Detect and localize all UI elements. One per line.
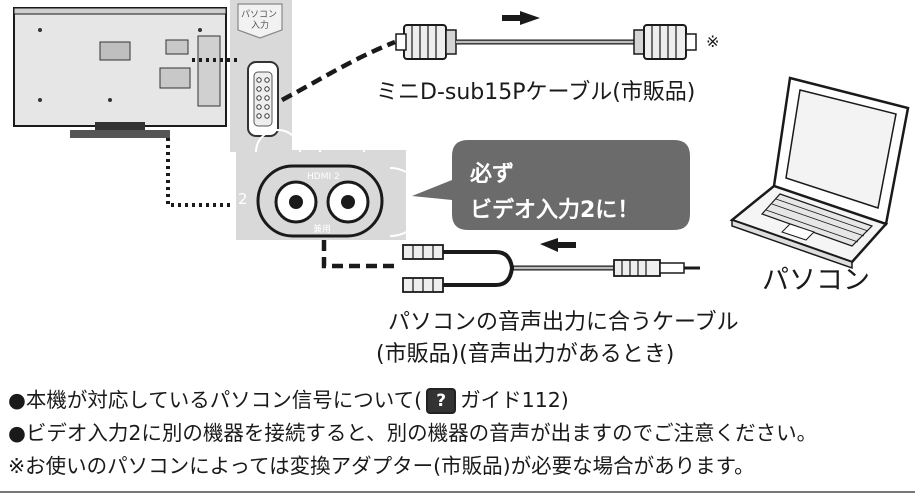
pc-input-panel bbox=[230, 0, 292, 152]
audio-cable-label-1: パソコンの音声出力に合うケーブル bbox=[388, 310, 739, 335]
help-guide-icon: ? bbox=[426, 388, 457, 414]
video-input-panel bbox=[236, 129, 425, 240]
pc-label: パソコン bbox=[762, 265, 870, 296]
hdmi-label: HDMI 2 bbox=[307, 172, 340, 182]
notes-section: ●本機が対応しているパソコン信号について(?ガイド112) ●ビデオ入力2に別の… bbox=[8, 384, 915, 483]
pc-input-label-2: 入力 bbox=[251, 21, 270, 31]
callout-line-2: ビデオ入力2に！ bbox=[470, 198, 640, 223]
shared-label: 兼用 bbox=[313, 225, 332, 235]
note-pc-signals: ●本機が対応しているパソコン信号について(?ガイド112) bbox=[8, 384, 915, 417]
input-number: 2 bbox=[238, 190, 248, 208]
audio-cable-label-2: (市販品)(音声出力があるとき) bbox=[376, 342, 675, 367]
pc-input-label-1: パソコン bbox=[241, 10, 278, 20]
note-adapter: ※お使いのパソコンによっては変換アダプター(市販品)が必要な場合があります。 bbox=[8, 454, 755, 478]
vga-cable bbox=[395, 24, 697, 60]
bottom-divider bbox=[0, 491, 915, 493]
vga-dashed-line bbox=[280, 39, 396, 102]
tv-to-video-input-dotted bbox=[166, 138, 232, 207]
note1-prefix: ●本機が対応しているパソコン信号について( bbox=[8, 388, 423, 412]
arrow-left-top bbox=[502, 11, 540, 25]
rca-audio-cable bbox=[402, 244, 700, 293]
laptop-illustration bbox=[729, 76, 910, 270]
diagram-svg bbox=[13, 0, 910, 293]
callout-line-1: 必ず bbox=[470, 162, 515, 187]
audio-dashed-line bbox=[321, 240, 400, 269]
arrow-left-bottom bbox=[540, 238, 576, 252]
note1-suffix: ガイド112) bbox=[460, 388, 569, 412]
vga-cable-label: ミニD-sub15Pケーブル(市販品) bbox=[376, 80, 696, 105]
tv-back-illustration bbox=[13, 7, 227, 138]
asterisk-mark: ※ bbox=[706, 32, 720, 51]
note-video-input-audio: ●ビデオ入力2に別の機器を接続すると、別の機器の音声が出ますのでご注意ください。 bbox=[8, 421, 818, 445]
callout-bubble bbox=[412, 140, 690, 230]
